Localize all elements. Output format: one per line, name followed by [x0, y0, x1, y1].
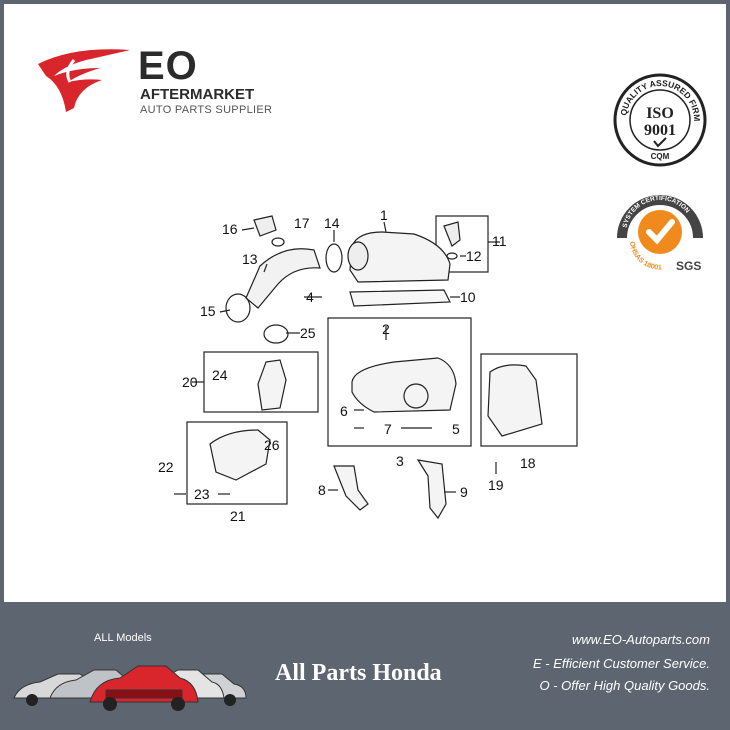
tagline-o: O - Offer High Quality Goods.: [539, 678, 710, 693]
callout-2: 2: [382, 321, 390, 337]
resonator-18-part: [487, 364, 543, 437]
brand-title: All Parts Honda: [275, 660, 442, 686]
callout-6: 6: [340, 403, 348, 419]
callout-17: 17: [294, 215, 310, 231]
iso-9001-badge-icon: QUALITY ASSURED FIRM ISO 9001 CQM: [613, 73, 707, 167]
callout-24: 24: [212, 367, 228, 383]
intake-duct-part: [245, 248, 321, 309]
callout-8: 8: [318, 482, 326, 498]
callout-11: 11: [492, 233, 507, 249]
callout-22: 22: [158, 459, 174, 475]
wing-logo-icon: [38, 49, 130, 112]
callout-19: 19: [488, 477, 504, 493]
air-box-cover-part: [349, 231, 451, 283]
company-logo[interactable]: EO AFTERMARKET AUTO PARTS SUPPLIER: [34, 42, 274, 122]
all-models-label[interactable]: ALL Models: [94, 632, 152, 644]
callout-5: 5: [452, 421, 460, 437]
parts-diagram: 1 2 3 4 5 6 7 8 9 10 11 12 13 14 15 16 1…: [158, 207, 578, 524]
ring-17-part: [271, 237, 285, 247]
gasket-14-part: [325, 243, 343, 273]
callout-15: 15: [200, 303, 216, 319]
ohsas-sgs-badge-icon: SYSTEM CERTIFICATION OHSAS 18001 SGS: [617, 195, 703, 273]
callout-21: 21: [230, 508, 246, 524]
cap-16-part: [253, 215, 277, 237]
website-link[interactable]: www.EO-Autoparts.com: [572, 632, 710, 647]
logo-subtitle-text: AUTO PARTS SUPPLIER: [140, 104, 273, 116]
callout-10: 10: [460, 289, 476, 305]
resonator-21-part: [209, 429, 271, 481]
callout-26: 26: [264, 437, 280, 453]
callout-20: 20: [182, 374, 198, 390]
cqm-text: CQM: [651, 152, 670, 161]
sensor-11-part: [443, 221, 461, 247]
callout-1: 1: [380, 207, 388, 223]
seal-25-part: [263, 324, 289, 344]
content-panel: EO AFTERMARKET AUTO PARTS SUPPLIER QUALI…: [4, 4, 726, 602]
resonator-20-part: [257, 359, 287, 411]
callout-3: 3: [396, 453, 404, 469]
callout-4: 4: [306, 289, 314, 305]
bracket-8-part: [333, 465, 369, 511]
callout-13: 13: [242, 251, 258, 267]
air-filter-element-part: [349, 289, 451, 307]
group-box-3: [327, 317, 472, 447]
callout-12: 12: [466, 248, 482, 264]
callout-18: 18: [520, 455, 536, 471]
logo-eo-text: EO: [138, 44, 198, 88]
air-box-case-part: [351, 357, 457, 413]
tagline-e: E - Efficient Customer Service.: [533, 656, 710, 671]
logo-aftermarket-text: AFTERMARKET: [140, 86, 255, 103]
group-box-11: [435, 215, 489, 273]
sgs-text: SGS: [676, 259, 701, 273]
iso-text: ISO: [646, 105, 674, 122]
group-box-18: [480, 353, 578, 447]
callout-7: 7: [384, 421, 392, 437]
footer-bar: ALL Models All Parts Honda www.EO-Autopa…: [0, 602, 730, 730]
callout-23: 23: [194, 486, 210, 502]
callout-14: 14: [324, 215, 340, 231]
bracket-9-part: [416, 459, 447, 520]
callout-25: 25: [300, 325, 316, 341]
callout-16: 16: [222, 221, 238, 237]
band-15-part: [225, 293, 251, 323]
iso-number-text: 9001: [644, 122, 676, 139]
callout-9: 9: [460, 484, 468, 500]
car-lineup-icon: [13, 665, 247, 711]
group-box-21: [186, 421, 288, 505]
